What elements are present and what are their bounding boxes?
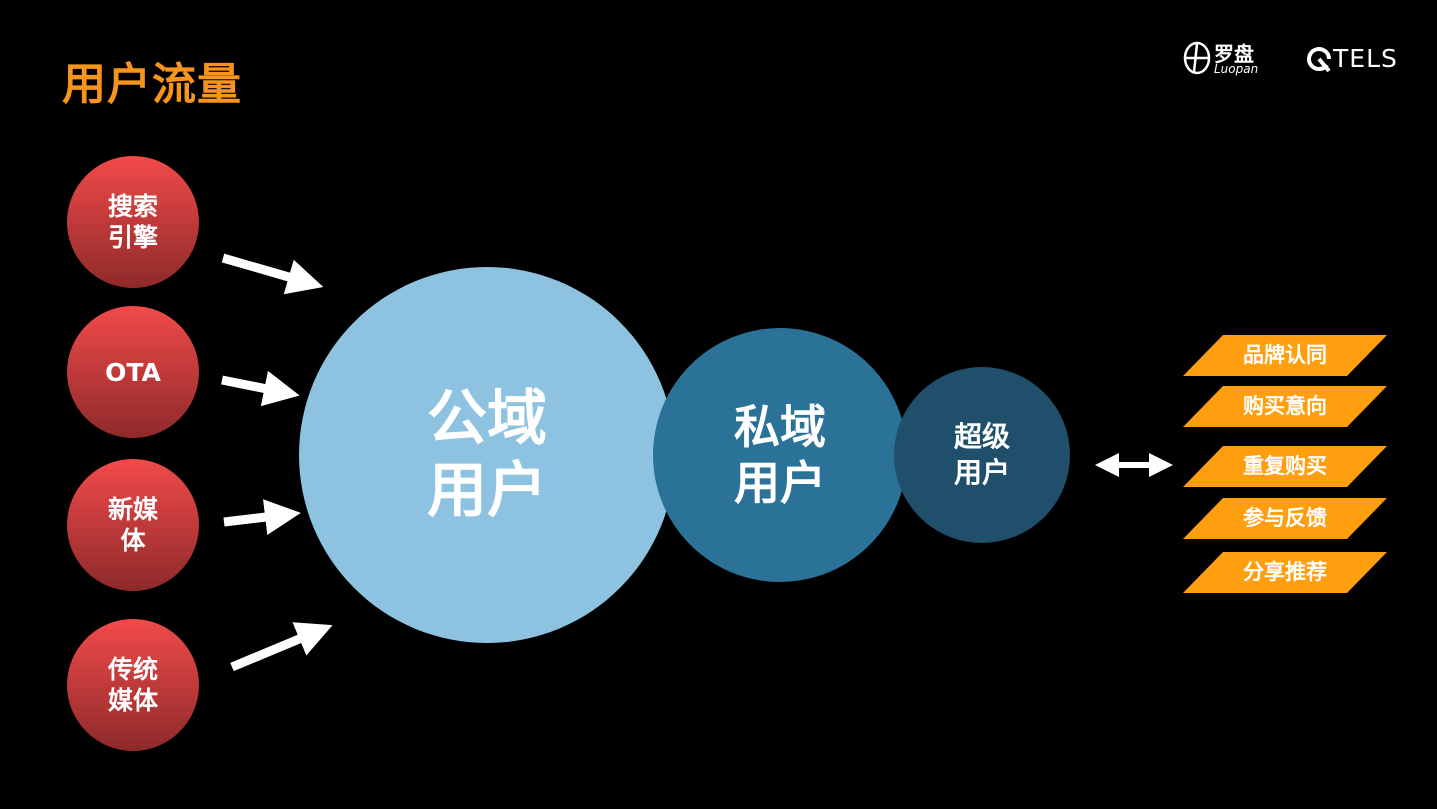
arrow-traditional <box>230 622 333 672</box>
page-title: 用户流量 <box>62 59 242 110</box>
super-line2: 用户 <box>953 456 1010 489</box>
source-ota: OTA <box>67 306 199 438</box>
private-line2: 用户 <box>734 456 826 510</box>
source-label: 搜索引擎 <box>107 192 158 252</box>
outcome-brand-recognition: 品牌认同 <box>1183 335 1387 376</box>
arrow-search <box>221 253 324 295</box>
source-label: OTA <box>105 357 161 387</box>
arrow-newmedia <box>223 499 301 535</box>
public-line1: 公域 <box>427 384 547 454</box>
qtels-q-icon <box>1307 47 1331 73</box>
outcome-feedback: 参与反馈 <box>1183 498 1387 539</box>
outcome-share-recommend: 分享推荐 <box>1183 552 1387 593</box>
public-line2: 用户 <box>427 456 547 526</box>
arrow-ota <box>221 370 300 407</box>
source-label: 新媒体 <box>107 495 158 555</box>
public-users-circle: 公域用户 <box>299 267 675 643</box>
source-new-media: 新媒体 <box>67 459 199 591</box>
luopan-emblem-icon <box>1183 41 1211 75</box>
super-users-circle: 超级用户 <box>894 367 1070 543</box>
luopan-cn: 罗盘 <box>1214 42 1254 66</box>
outcome-repeat-purchase: 重复购买 <box>1183 446 1387 487</box>
outcome-purchase-intent: 购买意向 <box>1183 386 1387 427</box>
private-line1: 私域 <box>734 400 826 454</box>
luopan-logo: 罗盘 Luopan <box>1182 38 1282 78</box>
source-label: 传统媒体 <box>107 655 158 715</box>
private-users-circle: 私域用户 <box>653 328 907 582</box>
super-line1: 超级 <box>953 420 1010 453</box>
source-search-engine: 搜索引擎 <box>67 156 199 288</box>
qtels-text: TELS <box>1333 44 1398 73</box>
luopan-en: Luopan <box>1214 62 1259 76</box>
source-traditional-media: 传统媒体 <box>67 619 199 751</box>
